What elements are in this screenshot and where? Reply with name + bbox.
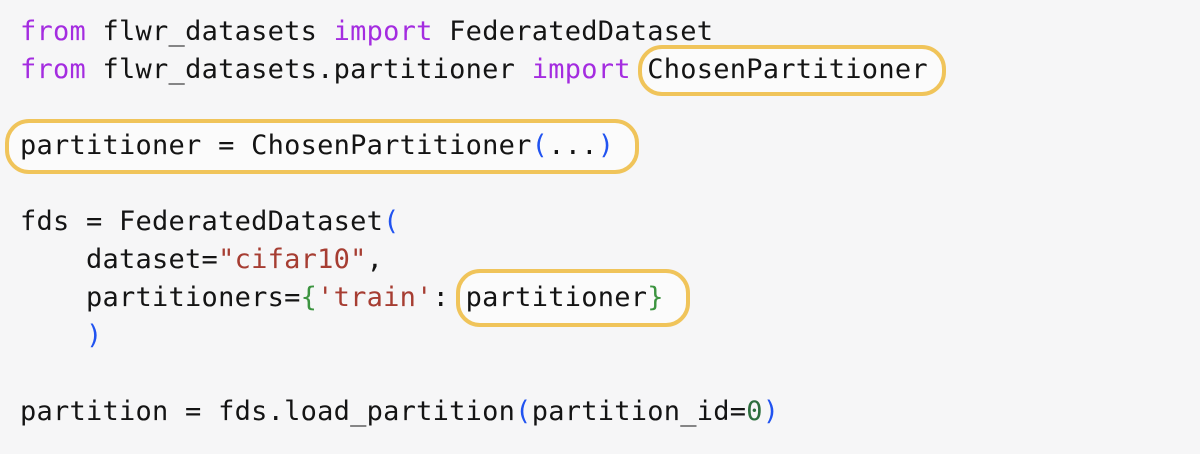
code-token-plain: partitioners= xyxy=(20,282,301,313)
code-line: dataset="cifar10", xyxy=(20,241,928,279)
code-line: ) xyxy=(20,317,928,355)
code-token-plain: fds = FederatedDataset xyxy=(20,206,384,237)
code-line: fds = FederatedDataset( xyxy=(20,203,928,241)
annotation-highlight-partitioner-assignment xyxy=(5,119,639,174)
code-token-plain: FederatedDataset xyxy=(432,16,714,47)
code-token-paren: ) xyxy=(597,130,615,161)
code-token-brace: } xyxy=(647,282,664,313)
code-token-string: 'train' xyxy=(317,282,433,313)
code-line xyxy=(20,89,928,127)
code-token-keyword: import xyxy=(531,54,631,85)
code-token-string: "cifar10" xyxy=(218,244,367,275)
code-token-plain: partitioner = ChosenPartitioner xyxy=(20,130,532,161)
code-token-paren: ) xyxy=(762,396,780,427)
code-line: partition = fds.load_partition(partition… xyxy=(20,393,928,431)
code-token-plain: ... xyxy=(548,130,598,161)
code-line: partitioner = ChosenPartitioner(...) xyxy=(20,127,928,165)
code-line xyxy=(20,165,928,203)
annotation-highlight-chosen-partitioner-import xyxy=(638,45,946,96)
code-token-paren: ( xyxy=(531,130,549,161)
code-token-plain xyxy=(20,320,86,351)
code-line xyxy=(20,355,928,393)
code-token-keyword: from xyxy=(20,54,87,85)
code-token-plain: flwr_datasets xyxy=(86,16,334,47)
code-token-keyword: from xyxy=(20,16,87,47)
code-token-plain: flwr_datasets.partitioner xyxy=(86,54,532,85)
code-token-plain: dataset= xyxy=(20,244,219,275)
code-line: partitioners={'train': partitioner} xyxy=(20,279,928,317)
code-token-keyword: import xyxy=(333,16,433,47)
code-token-plain: : partitioner xyxy=(432,282,648,313)
code-token-number: 0 xyxy=(746,396,763,427)
code-token-plain: ChosenPartitioner xyxy=(630,54,928,85)
code-block: from flwr_datasets import FederatedDatas… xyxy=(20,13,928,431)
code-line: from flwr_datasets.partitioner import Ch… xyxy=(20,51,928,89)
annotation-highlight-partitioner-value xyxy=(456,269,690,327)
code-token-plain: partition = fds.load_partition xyxy=(20,396,516,427)
code-token-brace: { xyxy=(300,282,318,313)
code-token-paren: ( xyxy=(383,206,400,237)
code-token-plain: , xyxy=(366,244,384,275)
code-token-paren: ( xyxy=(515,396,532,427)
code-token-paren: ) xyxy=(86,320,103,351)
code-line: from flwr_datasets import FederatedDatas… xyxy=(20,13,928,51)
code-token-plain: partition_id= xyxy=(531,396,747,427)
